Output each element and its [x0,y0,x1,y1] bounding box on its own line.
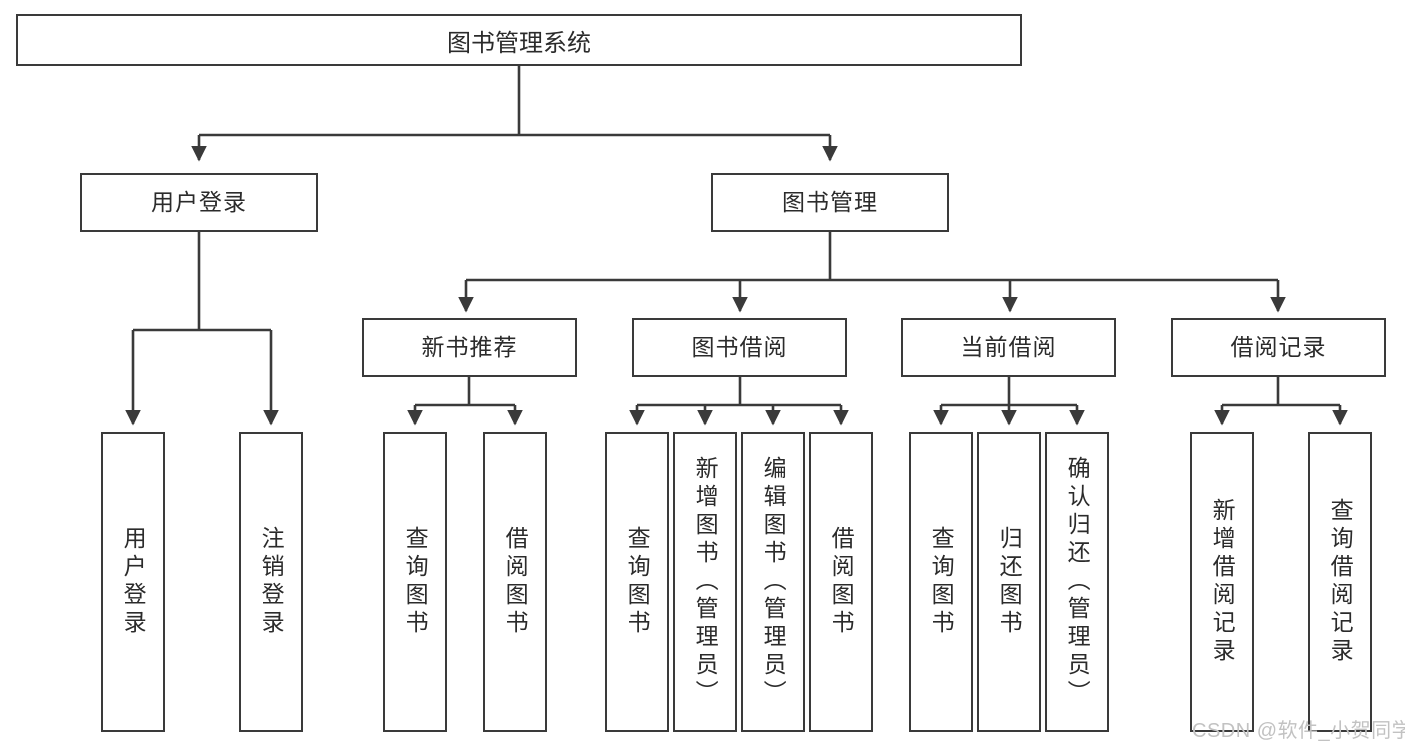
node-current-borrow[interactable]: 当前借阅 [901,318,1116,377]
node-label: 查询借阅记录 [1327,498,1354,666]
leaf-record-query-record[interactable]: 查询借阅记录 [1308,432,1372,732]
leaf-borrow-borrow-book[interactable]: 借阅图书 [809,432,873,732]
node-label: 新增图书（管理员） [692,456,719,708]
node-label: 借阅记录 [1230,333,1327,360]
node-label: 新书推荐 [421,333,518,360]
leaf-current-return-book[interactable]: 归还图书 [977,432,1041,732]
node-label: 用户登录 [120,526,147,638]
node-label: 查询图书 [624,526,651,638]
watermark-text: CSDN @软件_小贺同学 [1192,720,1405,742]
leaf-user-login-logout[interactable]: 注销登录 [239,432,303,732]
leaf-record-add-record[interactable]: 新增借阅记录 [1190,432,1254,732]
node-book-management[interactable]: 图书管理 [711,173,949,232]
node-root-library-system[interactable]: 图书管理系统 [16,14,1022,66]
node-book-borrow[interactable]: 图书借阅 [632,318,847,377]
node-label: 图书管理 [782,188,878,215]
node-user-login[interactable]: 用户登录 [80,173,318,232]
csdn-watermark: CSDN @软件_小贺同学 [1192,714,1405,743]
node-borrow-record[interactable]: 借阅记录 [1171,318,1386,377]
node-label: 用户登录 [151,188,247,215]
node-label: 图书借阅 [691,333,788,360]
node-label: 新增借阅记录 [1209,498,1236,666]
node-label: 借阅图书 [828,526,855,638]
node-label: 确认归还（管理员） [1064,456,1091,708]
node-new-book-recommend[interactable]: 新书推荐 [362,318,577,377]
node-label: 图书管理系统 [447,29,591,57]
node-label: 归还图书 [996,526,1023,638]
leaf-borrow-edit-book-admin[interactable]: 编辑图书（管理员） [741,432,805,732]
node-label: 编辑图书（管理员） [760,456,787,708]
node-label: 借阅图书 [502,526,529,638]
node-label: 查询图书 [928,526,955,638]
node-label: 注销登录 [258,526,285,638]
leaf-borrow-query-book[interactable]: 查询图书 [605,432,669,732]
leaf-borrow-add-book-admin[interactable]: 新增图书（管理员） [673,432,737,732]
leaf-recommend-query-book[interactable]: 查询图书 [383,432,447,732]
leaf-recommend-borrow-book[interactable]: 借阅图书 [483,432,547,732]
leaf-current-query-book[interactable]: 查询图书 [909,432,973,732]
node-label: 查询图书 [402,526,429,638]
node-label: 当前借阅 [960,333,1057,360]
leaf-current-confirm-return-admin[interactable]: 确认归还（管理员） [1045,432,1109,732]
leaf-user-login-login[interactable]: 用户登录 [101,432,165,732]
